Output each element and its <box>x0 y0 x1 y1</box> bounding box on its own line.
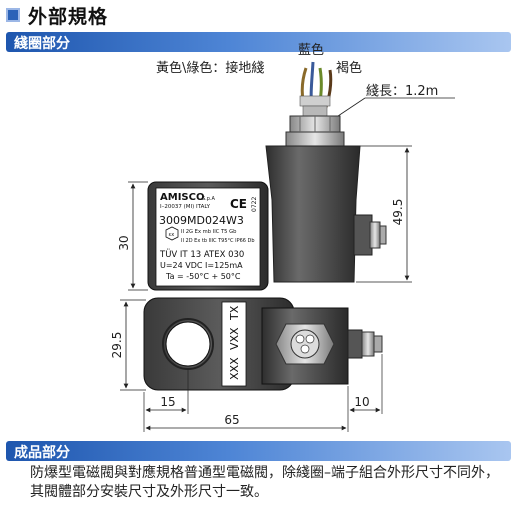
dim-49-5-label: 49.5 <box>391 199 405 226</box>
side-mark-1: XXX <box>228 357 241 380</box>
wire-label-brown: 褐色 <box>336 60 362 76</box>
dim-10-label: 10 <box>354 395 369 409</box>
dimension-height-49-5: 49.5 <box>356 145 412 283</box>
section-header-product-label: 成品部分 <box>14 445 70 461</box>
nameplate-ta: Ta = -50°C + 50°C <box>165 272 241 281</box>
nameplate-notified-body: 0722 <box>251 197 258 212</box>
cable-wires <box>299 61 333 117</box>
wire-label-ground: 黃色\綠色：接地綫 <box>156 60 264 76</box>
dim-65-label: 65 <box>224 413 239 427</box>
nameplate-rating: U=24 VDC I=125mA <box>160 261 243 270</box>
nameplate <box>155 187 261 287</box>
dimension-height-29-5: 29.5 <box>110 299 146 391</box>
terminal-box-top <box>261 307 383 385</box>
section-header-coil: 綫圈部分 <box>6 32 511 52</box>
nameplate-address: I–20037 (MI) ITALY <box>160 204 211 210</box>
section-header-coil-label: 綫圈部分 <box>14 36 70 52</box>
svg-text:εx: εx <box>169 232 175 238</box>
ex-hexagon-icon: εx <box>165 226 179 241</box>
side-mark-3: TX <box>228 305 241 321</box>
side-marks: XXX VXX TX <box>228 305 241 380</box>
square-bullet-icon <box>6 8 20 22</box>
page-title-text: 外部規格 <box>28 5 109 28</box>
ce-mark: CE <box>230 197 247 211</box>
terminal-box-front <box>265 145 387 283</box>
section-header-product: 成品部分 <box>6 441 511 461</box>
page-title: 外部規格 <box>6 2 108 28</box>
dimension-widths: 15 10 65 <box>143 354 383 432</box>
nameplate-cert: TÜV IT 13 ATEX 030 <box>159 249 244 260</box>
cable-gland-top <box>285 115 345 147</box>
wire-label-length: 綫長：1.2m <box>366 84 438 99</box>
nameplate-brand: AMISCO <box>160 192 204 203</box>
dim-30-label: 30 <box>117 235 131 250</box>
nameplate-text: AMISCO S.p.A I–20037 (MI) ITALY CE 0722 … <box>159 192 258 281</box>
wire-label-blue: 藍色 <box>298 42 324 58</box>
dim-29-5-label: 29.5 <box>110 332 124 359</box>
nameplate-ex-line2: II 2D Ex tb IIIC T95°C IP66 Db <box>181 238 255 244</box>
dimension-height-30: 30 <box>117 181 148 291</box>
nameplate-brand-suffix: S.p.A <box>202 196 216 202</box>
dim-15-label: 15 <box>160 395 175 409</box>
coil-body-top <box>143 297 295 391</box>
nameplate-model: 3009MD024W3 <box>159 214 244 227</box>
side-mark-2: VXX <box>228 327 241 350</box>
nameplate-ex-line1: II 2G Ex mb IIC T5 Gb <box>181 229 237 235</box>
product-description: 防爆型電磁閥與對應規格普通型電磁閥，除綫圈–端子組合外形尺寸不同外，其閥體部分安… <box>30 465 499 500</box>
coil-body-front <box>147 181 269 291</box>
